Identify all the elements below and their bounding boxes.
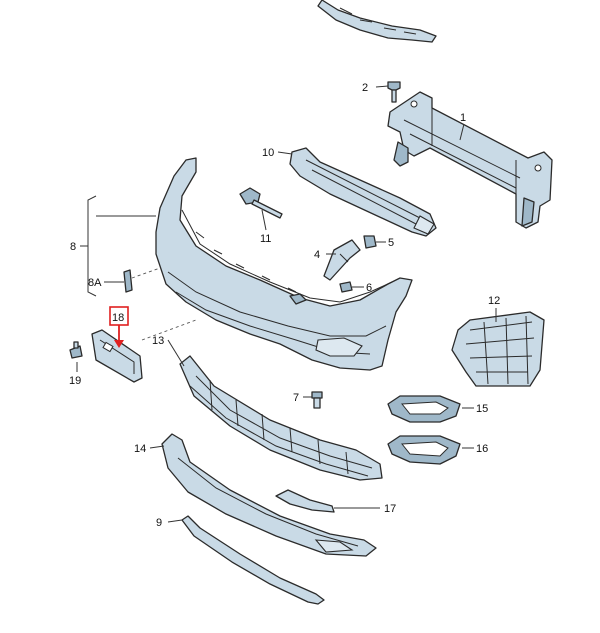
highlight-arrowhead bbox=[114, 340, 124, 348]
highlight-part-18: 18 bbox=[109, 306, 129, 348]
callout-labels: 2 1 10 11 4 5 6 8 8A 12 13 19 7 15 16 14… bbox=[69, 82, 500, 529]
callout-14: 14 bbox=[134, 443, 146, 455]
bolt-part bbox=[239, 187, 283, 219]
leader-lines bbox=[76, 85, 497, 523]
callout-17: 17 bbox=[384, 503, 396, 515]
license-plate-bracket-part bbox=[91, 329, 143, 383]
push-clip-part-7 bbox=[311, 391, 323, 409]
callout-11: 11 bbox=[260, 233, 271, 245]
callout-9: 9 bbox=[156, 517, 162, 529]
callout-13: 13 bbox=[152, 335, 164, 347]
callout-1: 1 bbox=[460, 112, 466, 124]
lower-cover-part bbox=[161, 433, 377, 557]
callout-6: 6 bbox=[366, 282, 372, 294]
callout-7: 7 bbox=[293, 392, 299, 404]
screw-part bbox=[387, 81, 401, 103]
fog-trim-part-16 bbox=[387, 435, 461, 465]
callout-18: 18 bbox=[112, 312, 124, 324]
callout-10: 10 bbox=[262, 147, 274, 159]
trim-strip-part bbox=[181, 515, 325, 605]
callout-4: 4 bbox=[314, 249, 320, 261]
bumper-cover-part bbox=[155, 157, 413, 371]
callout-8a: 8A bbox=[88, 277, 102, 289]
crossmember-part bbox=[387, 91, 553, 229]
clip-part-8a bbox=[123, 269, 133, 293]
fog-trim-part-15 bbox=[387, 395, 461, 423]
callout-12: 12 bbox=[488, 295, 500, 307]
screw-part-19 bbox=[69, 341, 83, 359]
mounting-bracket-part bbox=[323, 239, 361, 281]
callout-19: 19 bbox=[69, 375, 81, 387]
callout-5: 5 bbox=[388, 237, 394, 249]
callout-2: 2 bbox=[362, 82, 368, 94]
callout-15: 15 bbox=[476, 403, 488, 415]
clip-part-5 bbox=[363, 235, 377, 249]
energy-absorber-part bbox=[289, 147, 437, 237]
callout-8: 8 bbox=[70, 241, 76, 253]
small-trim-part-17 bbox=[275, 489, 335, 513]
side-bracket-part bbox=[451, 311, 545, 387]
lower-grille-part bbox=[179, 355, 383, 481]
clip-part-6 bbox=[339, 281, 353, 293]
callout-16: 16 bbox=[476, 443, 488, 455]
upper-reinforcement-part bbox=[317, 0, 437, 43]
